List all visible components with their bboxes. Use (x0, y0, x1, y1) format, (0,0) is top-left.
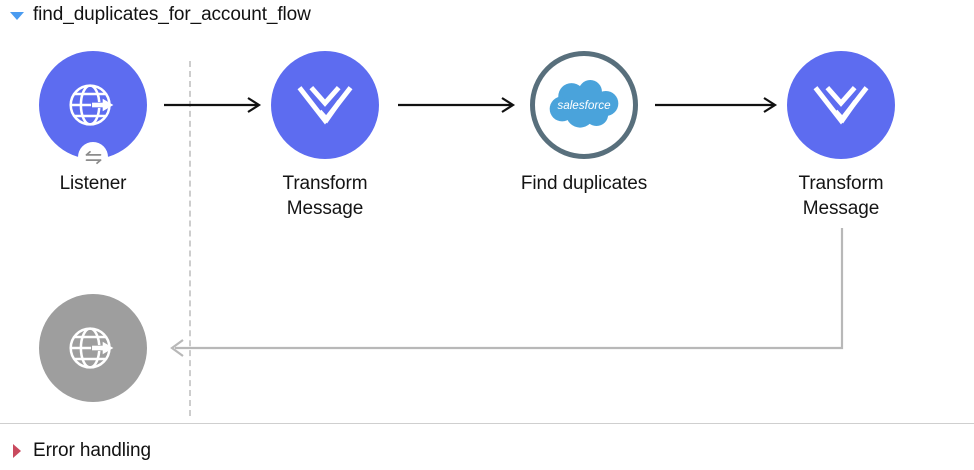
salesforce-wordmark: salesforce (557, 99, 611, 112)
node-transform-message-1-label: Transform Message (241, 171, 409, 221)
globe-arrow-icon (69, 84, 114, 126)
globe-arrow-icon (69, 327, 114, 369)
triangle-down-icon[interactable] (9, 7, 25, 23)
node-transform-message-2-label-line2: Message (802, 198, 880, 219)
section-divider (0, 423, 974, 424)
node-transform-message-2-label-line1: Transform (798, 173, 884, 194)
node-listener-badge (78, 142, 108, 172)
node-find-duplicates-label: Find duplicates (520, 173, 648, 194)
node-find-duplicates[interactable]: salesforce Find duplicates (500, 51, 668, 196)
node-listener-label: Listener (59, 173, 127, 194)
flow-header[interactable]: find_duplicates_for_account_flow (0, 0, 974, 30)
exchange-arrows-icon (85, 150, 101, 164)
node-find-duplicates-circle[interactable]: salesforce (530, 51, 638, 159)
node-transform-message-1-label-line2: Message (286, 198, 364, 219)
node-transform-message-2-label: Transform Message (757, 171, 925, 221)
node-transform-message-1-circle[interactable] (271, 51, 379, 159)
node-transform-message-1-label-line1: Transform (282, 173, 368, 194)
connector-listener-to-transform-message-1 (164, 97, 262, 113)
dataweave-icon (297, 86, 353, 125)
error-handling-title: Error handling (33, 440, 151, 461)
salesforce-cloud-icon: salesforce (549, 80, 619, 128)
connector-find-duplicates-to-transform-message-2 (655, 97, 778, 113)
node-listener-circle[interactable] (39, 51, 147, 172)
dataweave-icon (813, 86, 869, 125)
flow-canvas: Listener Transform Message (0, 30, 974, 423)
node-transform-message-2-circle[interactable] (787, 51, 895, 159)
triangle-right-icon[interactable] (9, 443, 25, 459)
node-transform-message-2[interactable]: Transform Message (757, 51, 925, 221)
error-handling-header[interactable]: Error handling (0, 433, 974, 469)
node-listener-response-circle[interactable] (39, 294, 147, 402)
node-transform-message-1[interactable]: Transform Message (241, 51, 409, 221)
flow-title: find_duplicates_for_account_flow (33, 4, 311, 25)
connector-transform-message-1-to-find-duplicates (398, 97, 516, 113)
node-listener[interactable]: Listener (9, 51, 177, 196)
node-listener-response[interactable] (9, 294, 177, 402)
